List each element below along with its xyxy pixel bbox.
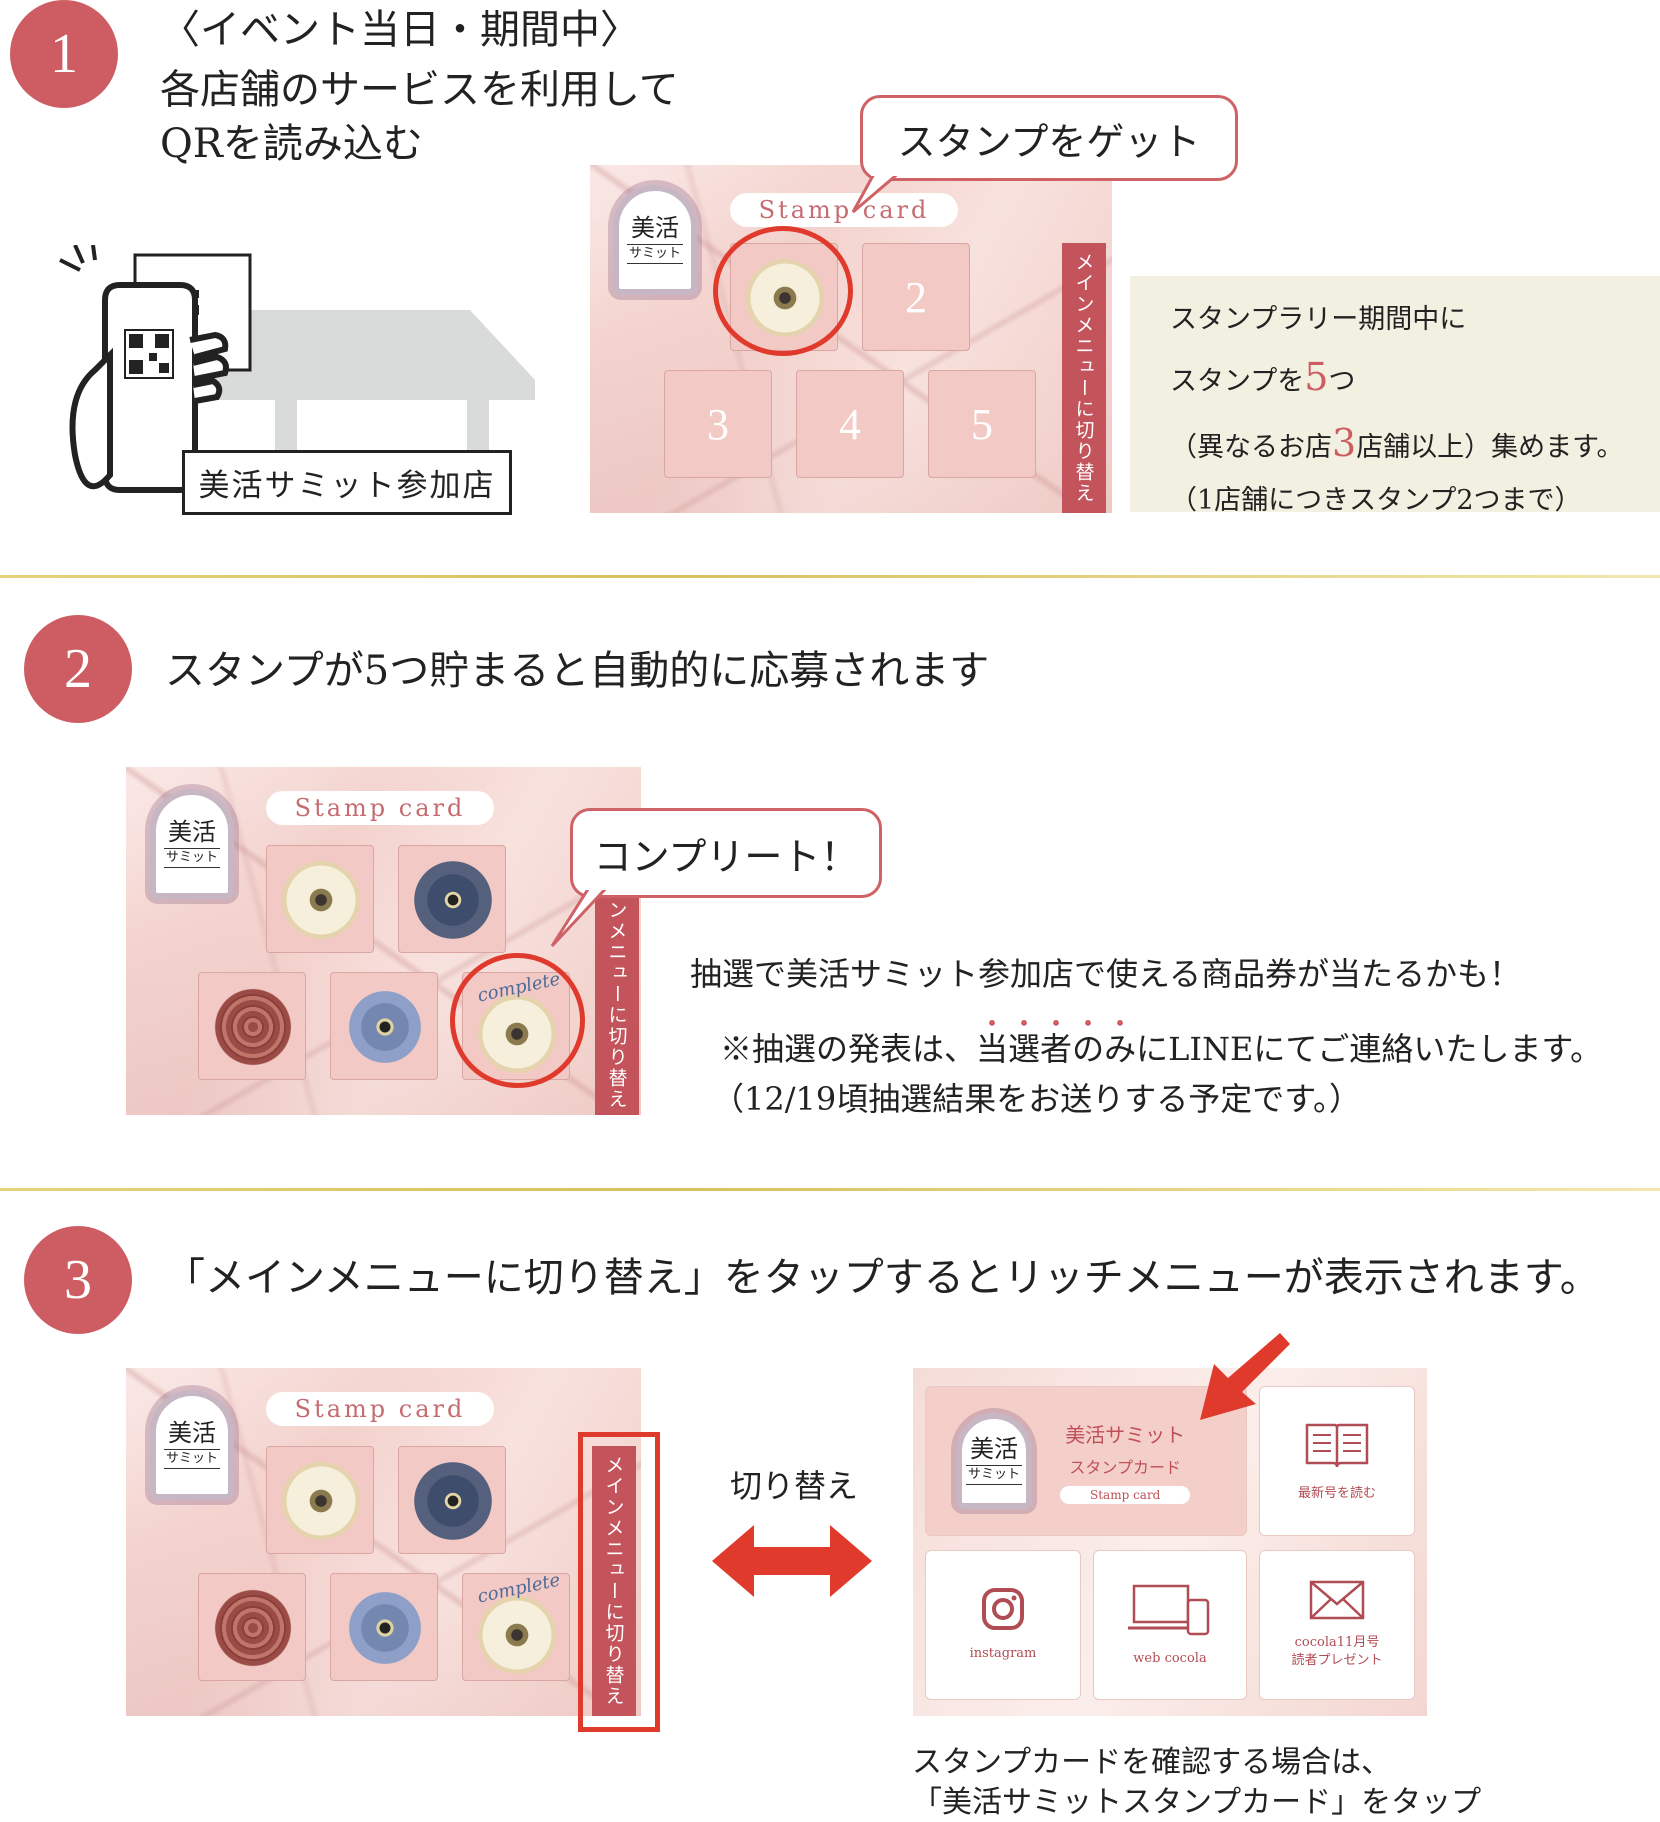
card-title: Stamp card [266, 791, 494, 825]
stamp-slot-2 [398, 845, 506, 953]
switch-button-highlight [578, 1432, 660, 1732]
switch-menu-button[interactable]: ンメニューに切り替え [595, 895, 639, 1115]
card-logo: 美活 サミット [150, 789, 234, 899]
rich-menu-web-tile[interactable]: web cocola [1093, 1550, 1247, 1700]
white-anemone-stamp-icon [478, 1596, 556, 1674]
stamp-slot-3: 3 [664, 370, 772, 478]
open-book-icon [1305, 1423, 1369, 1467]
section-divider [0, 575, 1660, 578]
step-3-heading: 「メインメニューに切り替え」をタップするとリッチメニューが表示されます。 [165, 1255, 1600, 1301]
rich-menu-title2: スタンプカード [1069, 1457, 1181, 1477]
rich-menu-title1: 美活サミット [1065, 1422, 1186, 1447]
instagram-icon [982, 1587, 1024, 1630]
card-title: Stamp card [266, 1392, 494, 1426]
rich-menu-instagram-tile[interactable]: instagram [925, 1550, 1081, 1700]
highlight-ring [713, 226, 853, 356]
stamp-slot-3 [198, 1573, 306, 1681]
step-1-heading-line1: 〈イベント当日・期間中〉 [160, 7, 640, 53]
result-schedule-text: （12/19頃抽選結果をお送りする予定です。） [712, 1080, 1362, 1118]
bubble-tail-icon [851, 170, 903, 214]
blue-anemone-stamp-icon [348, 990, 422, 1064]
stamp-slot-2: 2 [862, 243, 970, 351]
step-1-badge: 1 [10, 0, 118, 108]
get-stamp-bubble: スタンプをゲット [860, 95, 1238, 181]
envelope-icon [1309, 1580, 1365, 1620]
rose-stamp-icon [213, 1588, 293, 1668]
stampcard-note-line1: スタンプカードを確認する場合は、 [912, 1745, 1392, 1780]
prize-text: 抽選で美活サミット参加店で使える商品券が当たるかも！ [690, 955, 1522, 993]
stamp-slot-4 [330, 972, 438, 1080]
card-logo: 美活 サミット [956, 1413, 1032, 1509]
stamp-rule-info: スタンプラリー期間中に スタンプを5つ （異なるお店3店舗以上）集めます。 （1… [1130, 276, 1660, 516]
rose-stamp-icon [213, 987, 293, 1067]
step-1-heading-line3: QRを読み込む [160, 121, 423, 167]
stamp-slot-4 [330, 1573, 438, 1681]
step-2-badge: 2 [24, 615, 132, 723]
stamp-slot-2 [398, 1446, 506, 1554]
phone-qr-table-icon [59, 244, 535, 493]
rich-menu-present-tile[interactable]: cocola11月号読者プレゼント [1259, 1550, 1415, 1700]
stamp-slot-1 [266, 1446, 374, 1554]
pointer-arrow-icon [1200, 1333, 1290, 1420]
qr-scan-illustration [55, 244, 535, 525]
complete-bubble: コンプリート！ [570, 808, 882, 898]
stamp-card-step1: 美活 サミット Stamp card 2 3 4 5 メインメニューに切り替え [590, 165, 1112, 513]
navy-anemone-stamp-icon [413, 1461, 493, 1541]
rich-menu: 美活 サミット 美活サミット スタンプカード Stamp card 最新号を読む… [913, 1368, 1427, 1716]
stamp-slot-5: complete [462, 1570, 570, 1681]
step-1-heading-line2: 各店舗のサービスを利用して [160, 67, 679, 113]
step-2-heading: スタンプが5つ貯まると自動的に応募されます [165, 648, 990, 694]
rich-menu-read-tile[interactable]: 最新号を読む [1259, 1386, 1415, 1536]
white-anemone-stamp-icon [282, 861, 360, 939]
step-3-badge: 3 [24, 1226, 132, 1334]
white-anemone-stamp-icon [282, 1462, 360, 1540]
card-logo: 美活 サミット [150, 1390, 234, 1500]
laptop-phone-icon [1128, 1584, 1210, 1636]
switch-menu-button[interactable]: メインメニューに切り替え [1062, 243, 1106, 513]
stamp-slot-4: 4 [796, 370, 904, 478]
stamp-slot-1 [266, 845, 374, 953]
shop-label: 美活サミット参加店 [182, 450, 512, 515]
highlight-ring [450, 953, 585, 1088]
announcement-text: ※抽選の発表は、当選者のみにLINEにてご連絡いたします。 [720, 1025, 1602, 1073]
rich-menu-pill: Stamp card [1060, 1485, 1191, 1504]
double-arrow-icon [712, 1525, 872, 1597]
stamp-slot-5: 5 [928, 370, 1036, 478]
switch-menu-button[interactable]: メインメニューに切り替え [592, 1446, 636, 1716]
switch-caption: 切り替え [730, 1467, 859, 1505]
navy-anemone-stamp-icon [413, 860, 493, 940]
card-title: Stamp card [730, 193, 958, 227]
stamp-card-step3: 美活 サミット Stamp card complete メインメニューに切り替え [126, 1368, 641, 1716]
rich-menu-stampcard-tile[interactable]: 美活 サミット 美活サミット スタンプカード Stamp card [925, 1386, 1247, 1536]
card-logo: 美活 サミット [613, 185, 697, 295]
blue-anemone-stamp-icon [348, 1591, 422, 1665]
bubble-tail-icon [550, 878, 616, 948]
section-divider [0, 1188, 1660, 1191]
stamp-slot-3 [198, 972, 306, 1080]
stampcard-note-line2: 「美活サミットスタンプカード」をタップ [912, 1785, 1482, 1820]
